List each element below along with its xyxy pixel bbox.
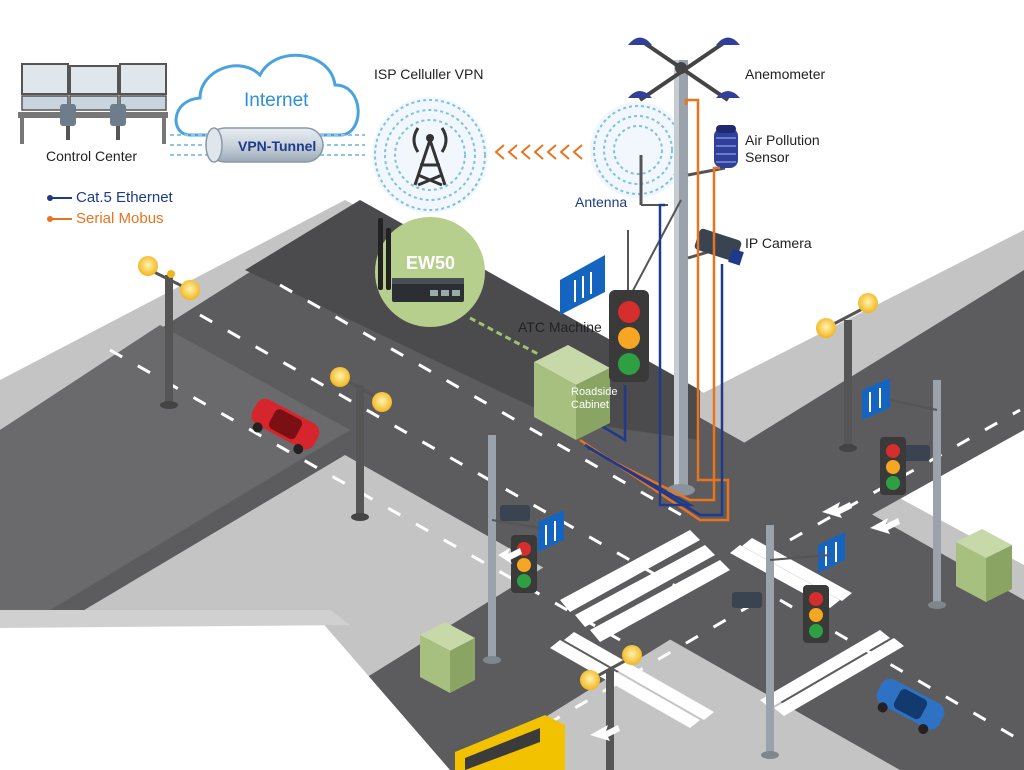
street-lamp xyxy=(330,367,392,521)
serial-line-icon xyxy=(47,216,72,223)
legend-item-ethernet: Cat.5 Ethernet xyxy=(47,189,173,206)
ethernet-line-icon xyxy=(47,195,72,202)
atc-machine-label: ATC Machine xyxy=(518,319,602,335)
roadside-cabinet-icon xyxy=(534,345,610,440)
air-pollution-label-2: Sensor xyxy=(745,149,790,165)
serial-cables xyxy=(579,98,730,522)
antenna-signal-icon xyxy=(590,102,686,206)
red-car xyxy=(251,398,320,455)
internet-label: Internet xyxy=(244,90,309,111)
roadside-label: Roadside xyxy=(571,386,618,398)
cabinet-label: Cabinet xyxy=(571,399,609,411)
ew50-link xyxy=(469,316,541,357)
vpn-tunnel-icon xyxy=(170,127,365,163)
legend-item-serial: Serial Mobus xyxy=(47,210,164,227)
ip-camera-label: IP Camera xyxy=(745,235,812,251)
main-pole xyxy=(627,60,695,496)
traffic-light-main xyxy=(609,290,649,382)
traffic-pole-bottom xyxy=(732,525,831,759)
road-arrows xyxy=(498,502,900,741)
direction-sign xyxy=(560,255,605,315)
cell-tower-icon xyxy=(372,97,488,213)
ethernet-cables xyxy=(584,203,724,517)
anemometer-icon xyxy=(628,37,740,102)
direction-sign xyxy=(862,378,890,420)
isp-vpn-label: ISP Celluller VPN xyxy=(374,66,484,82)
control-center-icon xyxy=(18,63,168,144)
vpn-tunnel-label: VPN-Tunnel xyxy=(238,138,317,154)
street-lamp xyxy=(138,256,200,409)
roadside-cabinet-small xyxy=(956,529,1012,602)
antenna-label: Antenna xyxy=(575,194,628,210)
signal-arrows xyxy=(494,144,583,160)
direction-sign xyxy=(538,510,564,552)
control-center-label: Control Center xyxy=(46,148,138,164)
anemometer-label: Anemometer xyxy=(745,66,826,82)
traffic-pole-right xyxy=(880,380,946,609)
road-network xyxy=(0,200,1024,770)
street-lamp xyxy=(816,293,878,452)
legend-label: Cat.5 Ethernet xyxy=(76,189,173,206)
roadside-cabinet-small xyxy=(420,622,475,693)
ew50-label: EW50 xyxy=(406,253,456,273)
ip-camera-icon xyxy=(687,228,744,266)
yellow-bus xyxy=(455,715,565,770)
ew50-router-icon xyxy=(375,217,485,327)
air-pollution-label: Air Pollution xyxy=(745,132,820,148)
blue-car xyxy=(876,678,945,735)
internet-cloud-icon xyxy=(174,53,360,137)
legend-label: Serial Mobus xyxy=(76,210,164,227)
street-lamp xyxy=(580,645,642,770)
